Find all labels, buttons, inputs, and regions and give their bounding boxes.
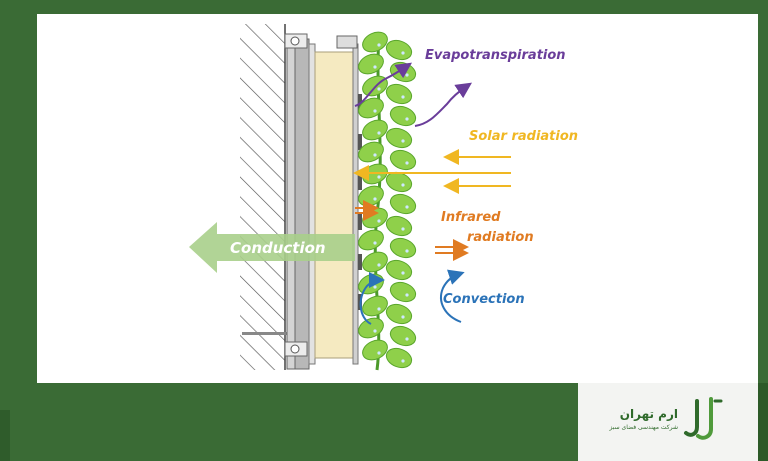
footer-accent <box>0 410 10 461</box>
brand-side-stripe <box>758 383 768 461</box>
water-droplet <box>377 351 381 355</box>
leaf <box>389 325 417 347</box>
water-droplet <box>405 161 409 165</box>
wall-bracket <box>242 332 287 335</box>
brand-subtitle: شرکت مهندسی فضای سبز <box>609 424 678 431</box>
leaf <box>362 251 388 273</box>
conduction-arrow: Conduction <box>189 222 355 273</box>
water-droplet <box>401 359 405 363</box>
water-droplet <box>373 285 377 289</box>
jj-logo-icon <box>684 397 723 440</box>
green-wall-diagram: Conduction Evapotranspiration Solar radi… <box>189 24 578 371</box>
water-droplet <box>401 51 405 55</box>
water-droplet <box>401 227 405 231</box>
wall-frame <box>284 33 362 370</box>
leaf <box>362 295 388 317</box>
leaf <box>362 339 388 361</box>
leaf <box>385 259 413 281</box>
infrared-radiation-arrows <box>355 200 469 261</box>
convection-arrows <box>359 269 465 325</box>
leaf <box>358 317 384 339</box>
water-droplet <box>377 263 381 267</box>
leaf <box>358 273 384 295</box>
water-droplet <box>405 249 409 253</box>
leaf <box>389 105 417 127</box>
water-droplet <box>373 329 377 333</box>
water-droplet <box>377 219 381 223</box>
water-droplet <box>401 315 405 319</box>
leaf <box>358 53 384 75</box>
water-droplet <box>401 271 405 275</box>
top-frame-bar <box>0 0 768 14</box>
water-droplet <box>377 131 381 135</box>
conduction-label: Conduction <box>230 239 326 257</box>
water-droplet <box>405 73 409 77</box>
infrared-label-line1: Infrared <box>441 210 501 225</box>
water-droplet <box>405 117 409 121</box>
leaf <box>385 83 413 105</box>
water-droplet <box>377 87 381 91</box>
water-droplet <box>405 205 409 209</box>
leaf <box>358 141 384 163</box>
water-droplet <box>377 175 381 179</box>
evapotranspiration-arrows <box>354 62 472 127</box>
leaf <box>362 119 388 141</box>
infrared-label-line2: radiation <box>467 230 534 245</box>
leaf <box>389 237 417 259</box>
right-frame-bar <box>758 0 768 461</box>
leaf <box>389 281 417 303</box>
water-droplet <box>373 109 377 113</box>
leaf <box>389 61 417 83</box>
water-droplet <box>401 95 405 99</box>
leaf <box>385 303 413 325</box>
leaf <box>362 31 388 53</box>
solar-radiation-arrows <box>353 149 511 194</box>
leaf <box>385 127 413 149</box>
water-droplet <box>405 337 409 341</box>
leaf <box>358 97 384 119</box>
water-droplet <box>373 241 377 245</box>
water-droplet <box>401 183 405 187</box>
water-droplet <box>377 43 381 47</box>
water-droplet <box>373 197 377 201</box>
brand-name: ارم تهران <box>619 407 678 421</box>
leaf <box>358 229 384 251</box>
convection-label: Convection <box>443 292 525 307</box>
water-droplet <box>377 307 381 311</box>
leaf <box>385 39 413 61</box>
evapotranspiration-label: Evapotranspiration <box>425 48 566 63</box>
water-droplet <box>373 65 377 69</box>
leaf <box>389 193 417 215</box>
brand-box <box>578 383 758 461</box>
water-droplet <box>373 153 377 157</box>
water-droplet <box>401 139 405 143</box>
solar-radiation-label: Solar radiation <box>469 129 578 144</box>
masonry-wall <box>240 24 286 370</box>
leaf <box>385 215 413 237</box>
leaf <box>389 149 417 171</box>
leaf <box>385 347 413 369</box>
water-droplet <box>405 293 409 297</box>
